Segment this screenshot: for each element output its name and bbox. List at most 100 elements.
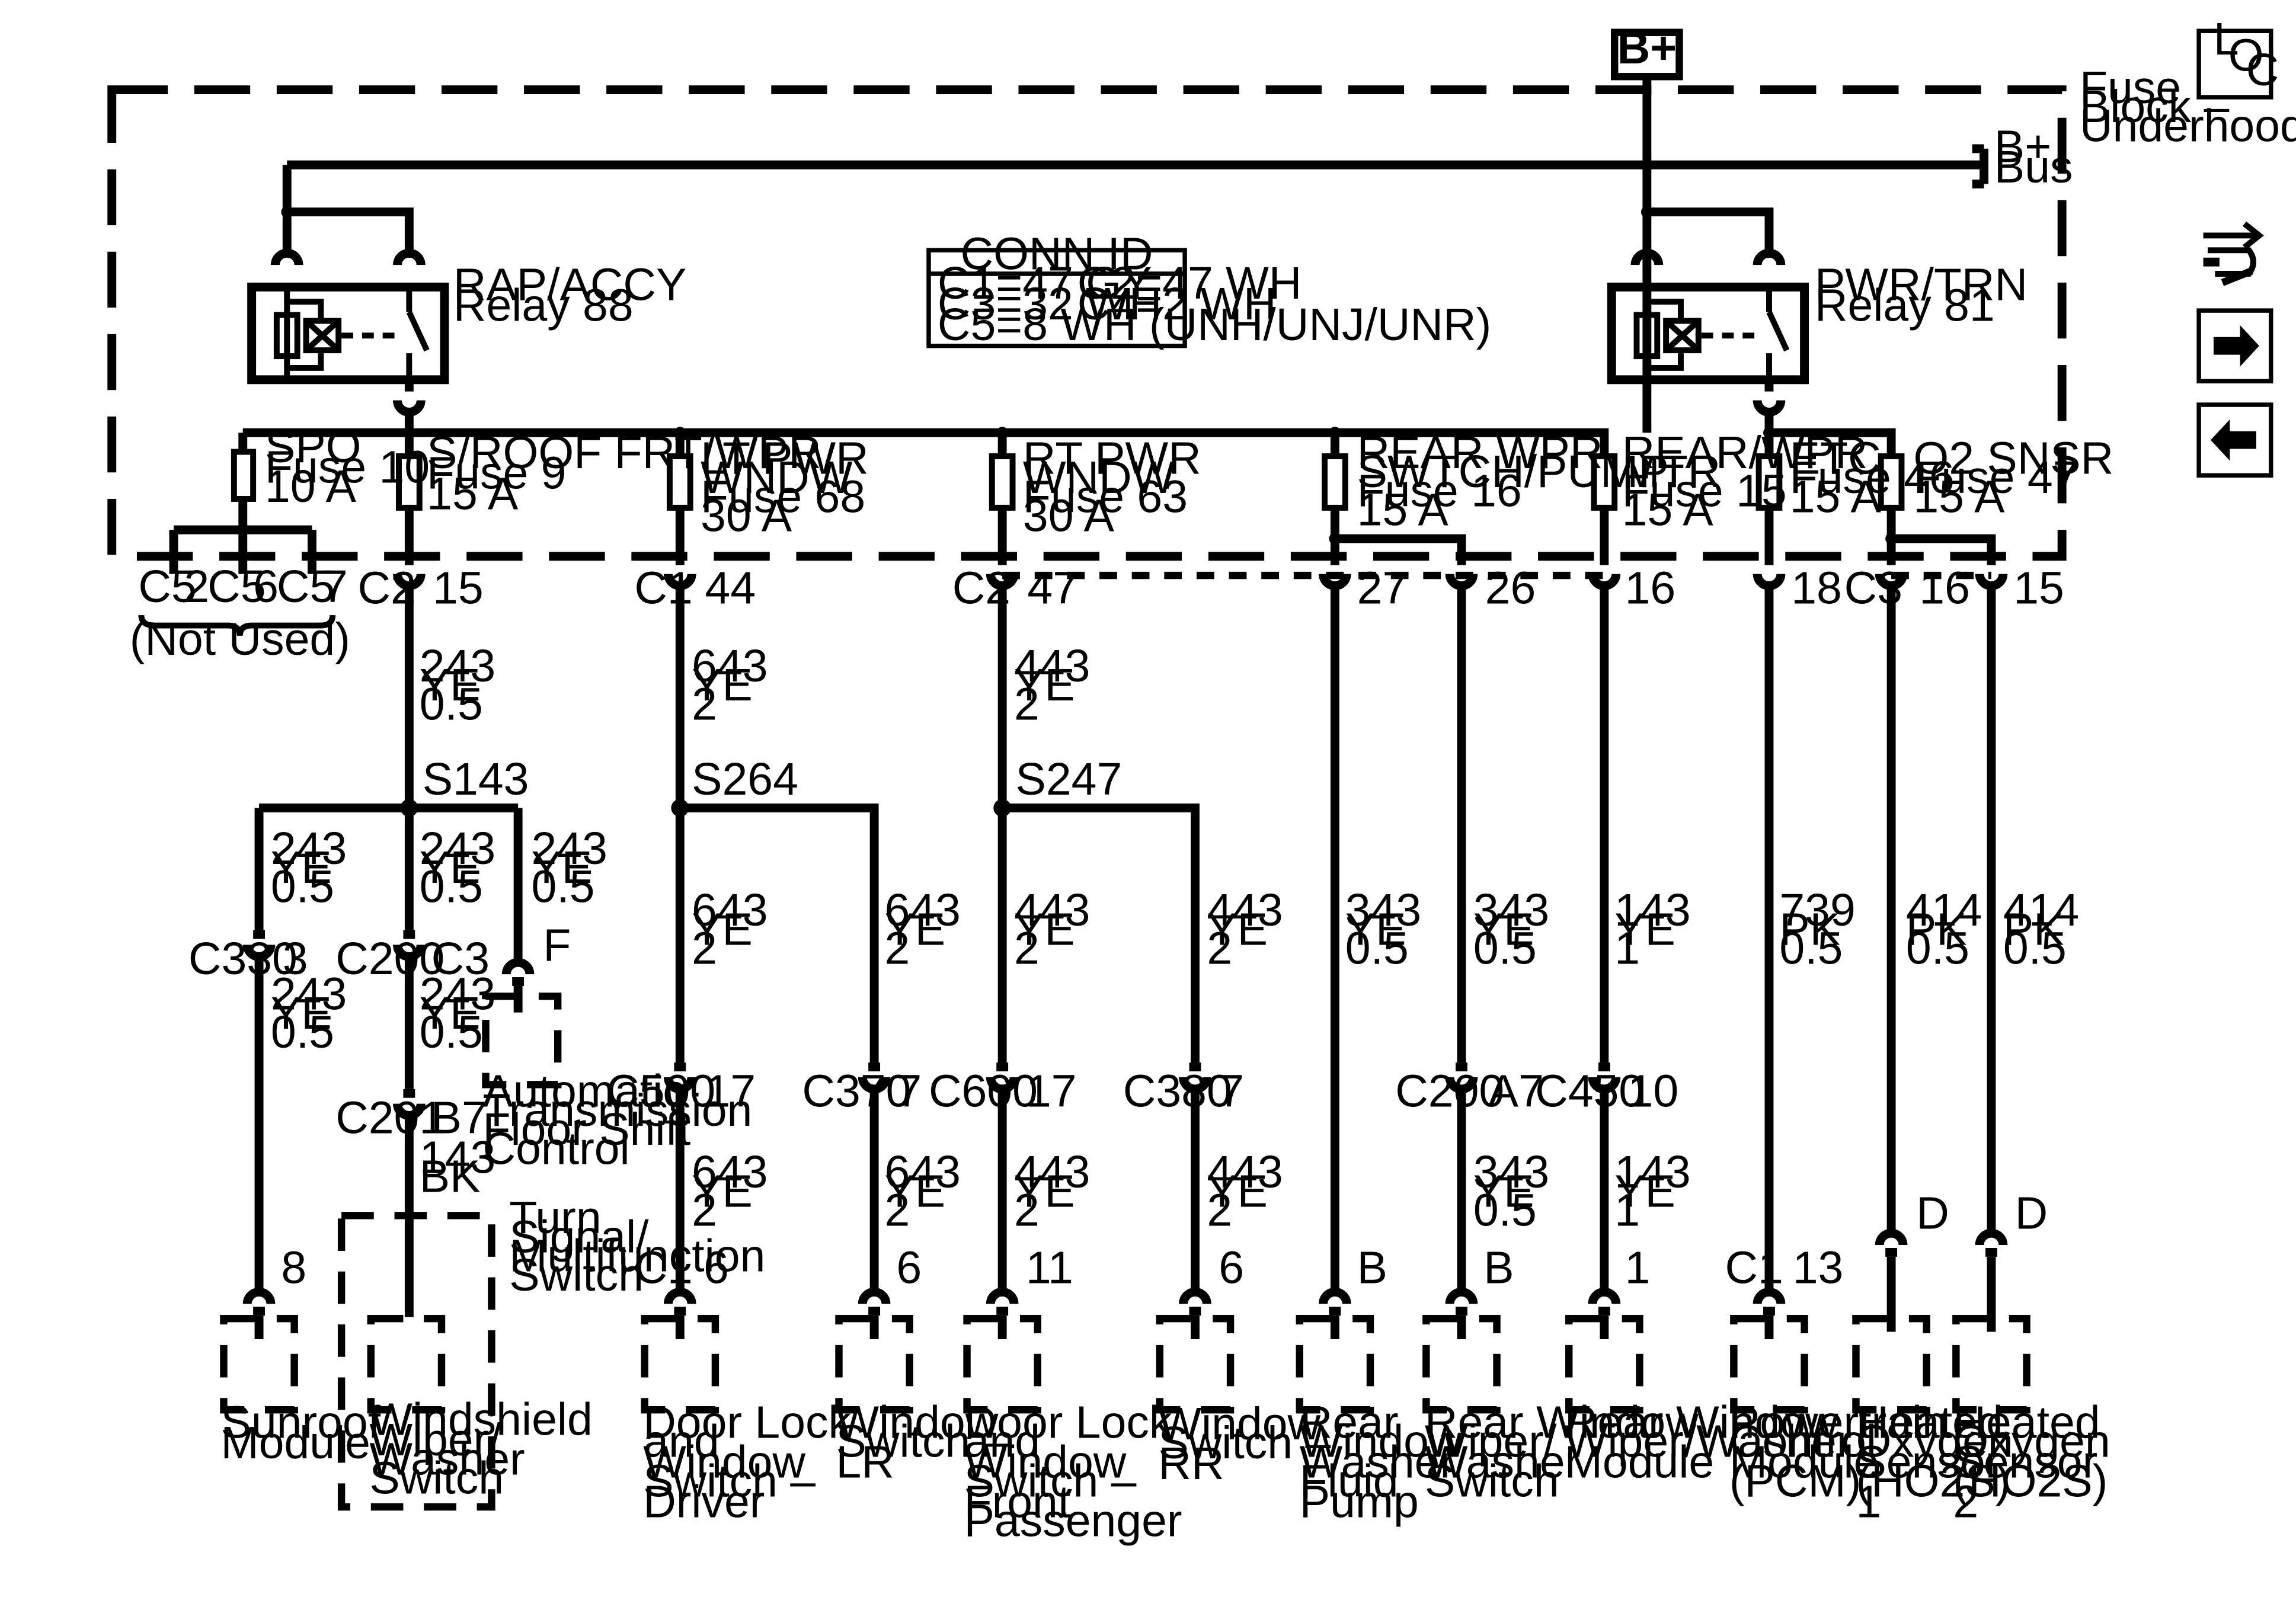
fuse-sroof-label: S/ROOF FRT/WPR Fuse 9 15 A bbox=[427, 427, 821, 520]
svg-text:B: B bbox=[1357, 1243, 1387, 1294]
svg-text:O: O bbox=[2228, 30, 2264, 81]
window-switch-lr-label: Window Switch – LR bbox=[836, 1397, 1009, 1487]
svg-text:2: 2 bbox=[1014, 923, 1040, 974]
svg-text:0.5: 0.5 bbox=[1345, 923, 1409, 974]
svg-text:C500: C500 bbox=[606, 1066, 715, 1117]
fuse-block-outline bbox=[107, 85, 2067, 561]
fuse-o2-snsr-label: O2 SNSR Fuse 47 15 A bbox=[1913, 433, 2113, 523]
wire-label-243-b1: 243 YE 0.5 bbox=[271, 823, 347, 913]
not-used-pins: C5 2 C5 6 C5 7 (Not Used) bbox=[130, 561, 350, 665]
ho2s1-label: Heated Oxygen Sensor (HO2S) 1 bbox=[1856, 1397, 2013, 1527]
svg-text:YE: YE bbox=[1207, 1166, 1268, 1217]
svg-text:YE: YE bbox=[1614, 1166, 1675, 1217]
svg-text:Switch –: Switch – bbox=[1158, 1417, 1331, 1468]
svg-text:Passenger: Passenger bbox=[964, 1496, 1182, 1547]
svg-text:414: 414 bbox=[2003, 885, 2079, 936]
svg-text:Bus: Bus bbox=[1994, 142, 2073, 193]
svg-text:443: 443 bbox=[1014, 1147, 1090, 1198]
b-plus-bus-label: B+ Bus bbox=[1994, 121, 2073, 193]
rear-window-wiper-washer-switch bbox=[1422, 1314, 1501, 1414]
svg-text:YE: YE bbox=[692, 1166, 753, 1217]
svg-text:Switch –: Switch – bbox=[836, 1416, 1009, 1467]
svg-text:RAP/ACCY: RAP/ACCY bbox=[453, 260, 687, 311]
svg-text:and: and bbox=[964, 1416, 1040, 1467]
sunroof-module-label: Sunroof Module bbox=[221, 1397, 381, 1468]
rap-accy-relay-88 bbox=[247, 282, 449, 385]
wire-label-443-top: 443 YE 2 bbox=[1014, 641, 1090, 730]
bottom-connectors bbox=[242, 1288, 1786, 1316]
svg-text:2: 2 bbox=[884, 1185, 910, 1236]
svg-text:Control: Control bbox=[483, 1123, 630, 1174]
svg-text:1: 1 bbox=[1614, 1185, 1640, 1236]
wiring-tools-icon[interactable] bbox=[2203, 221, 2264, 286]
svg-text:643: 643 bbox=[692, 1147, 768, 1198]
rap-relay-label: RAP/ACCY Relay 88 bbox=[453, 260, 687, 331]
svg-text:Wiper/Washer: Wiper/Washer bbox=[1565, 1416, 1852, 1467]
svg-text:0.5: 0.5 bbox=[1473, 1185, 1537, 1236]
svg-text:C1=47 GY: C1=47 GY bbox=[938, 258, 1152, 309]
wire-label-343-c: 343 YE 0.5 bbox=[1473, 1147, 1549, 1236]
svg-text:0.5: 0.5 bbox=[271, 861, 334, 912]
wire-label-243-b2-low: 243 YE 0.5 bbox=[420, 969, 495, 1058]
svg-text:15 A: 15 A bbox=[1622, 485, 1714, 536]
svg-text:YE: YE bbox=[884, 1166, 945, 1217]
svg-text:Sunroof: Sunroof bbox=[221, 1397, 381, 1448]
svg-text:Heated: Heated bbox=[1856, 1397, 2003, 1448]
svg-text:and: and bbox=[643, 1416, 719, 1467]
svg-text:Control: Control bbox=[1729, 1416, 1876, 1467]
svg-text:6: 6 bbox=[703, 1243, 729, 1294]
svg-text:Window: Window bbox=[643, 1436, 805, 1487]
svg-text:YE: YE bbox=[271, 988, 332, 1039]
fuse-rt-pwr-wndw bbox=[989, 453, 1016, 511]
svg-text:15 A: 15 A bbox=[1790, 471, 1882, 522]
svg-text:Switch –: Switch – bbox=[964, 1456, 1137, 1507]
svg-text:Fuse 16: Fuse 16 bbox=[1357, 465, 1522, 516]
svg-text:0.5: 0.5 bbox=[1473, 923, 1537, 974]
svg-text:Wiper/: Wiper/ bbox=[369, 1414, 501, 1465]
svg-text:243: 243 bbox=[420, 641, 495, 692]
loc-icon[interactable]: L O C bbox=[2196, 14, 2279, 100]
svg-text:3: 3 bbox=[283, 933, 308, 984]
rear-window-switch-label: Rear Window Wiper/ Washer Switch bbox=[1425, 1397, 1699, 1506]
svg-text:17: 17 bbox=[705, 1066, 756, 1117]
svg-text:10: 10 bbox=[1628, 1066, 1679, 1117]
svg-text:Floor Shift: Floor Shift bbox=[483, 1104, 691, 1155]
window-switch-rr-label: Window Switch – RR bbox=[1158, 1398, 1331, 1489]
wire-label-739: 739 PK 0.5 bbox=[1779, 885, 1855, 974]
b-plus-source: B+ bbox=[1611, 23, 1683, 81]
svg-text:B+: B+ bbox=[1994, 121, 2051, 172]
svg-text:C201: C201 bbox=[335, 1092, 445, 1143]
svg-text:143: 143 bbox=[1614, 885, 1690, 936]
svg-text:2: 2 bbox=[884, 923, 910, 974]
wire-label-643-c: 643 YE 2 bbox=[692, 1147, 768, 1236]
svg-text:Switch –: Switch – bbox=[643, 1456, 816, 1507]
arrow-left-icon[interactable] bbox=[2196, 402, 2273, 478]
svg-text:Switch: Switch bbox=[369, 1453, 504, 1504]
wire-label-643-a: 643 YE 2 bbox=[692, 885, 768, 974]
svg-text:739: 739 bbox=[1779, 885, 1855, 936]
svg-text:Module: Module bbox=[221, 1417, 370, 1468]
rear-window-module-label: Rear Window Wiper/Washer Module bbox=[1565, 1397, 1852, 1487]
svg-text:643: 643 bbox=[884, 1147, 960, 1198]
svg-text:0.5: 0.5 bbox=[2003, 923, 2067, 974]
svg-text:YE: YE bbox=[692, 660, 753, 710]
svg-text:YE: YE bbox=[420, 842, 481, 893]
svg-text:13: 13 bbox=[1793, 1243, 1844, 1294]
svg-text:343: 343 bbox=[1473, 885, 1549, 936]
arrow-right-icon[interactable] bbox=[2196, 308, 2273, 384]
svg-text:C450: C450 bbox=[1535, 1066, 1644, 1117]
svg-text:S143: S143 bbox=[423, 754, 529, 805]
svg-text:F: F bbox=[543, 920, 571, 971]
svg-text:Underhood: Underhood bbox=[2080, 101, 2296, 152]
svg-text:C380: C380 bbox=[1123, 1066, 1232, 1117]
svg-text:Window: Window bbox=[836, 1397, 999, 1448]
svg-text:Window: Window bbox=[1300, 1416, 1462, 1467]
svg-text:BK: BK bbox=[420, 1151, 481, 1202]
svg-text:15 A: 15 A bbox=[427, 468, 519, 519]
svg-text:7: 7 bbox=[1219, 1066, 1244, 1117]
svg-text:C200: C200 bbox=[1395, 1066, 1504, 1117]
svg-text:Washer: Washer bbox=[1425, 1436, 1580, 1487]
svg-text:C4=2 WH: C4=2 WH bbox=[1077, 279, 1277, 329]
svg-text:643: 643 bbox=[884, 885, 960, 936]
